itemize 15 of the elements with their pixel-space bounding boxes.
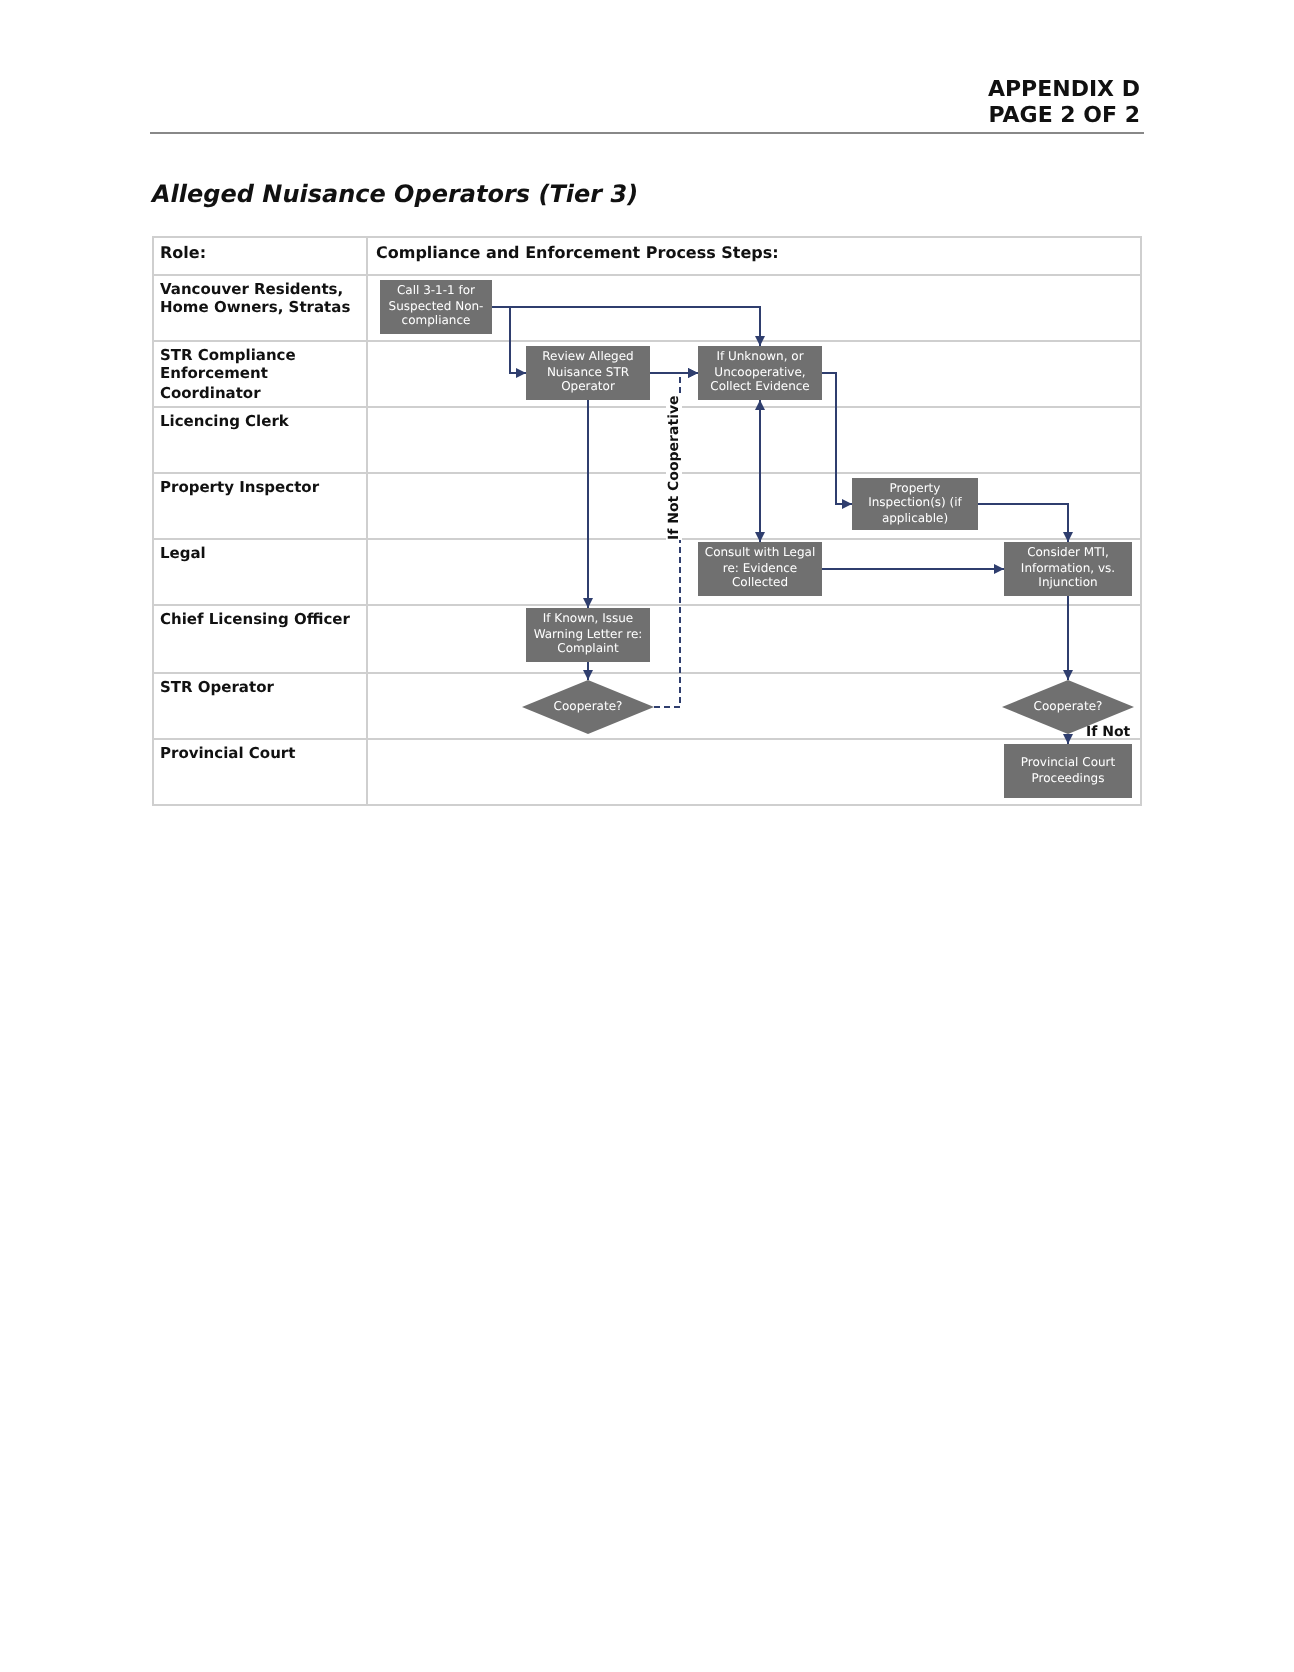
arrow	[1063, 595, 1073, 681]
arrow	[977, 503, 1073, 543]
arrow	[649, 368, 699, 378]
page-number: PAGE 2 OF 2	[986, 102, 1140, 130]
arrow	[583, 399, 593, 609]
arrow	[583, 661, 593, 681]
arrow	[821, 372, 853, 509]
column-header: Compliance and Enforcement Process Steps:	[376, 244, 781, 264]
arrow	[821, 564, 1005, 574]
arrow	[755, 399, 765, 543]
arrow	[1063, 733, 1073, 745]
column-header: Role:	[160, 244, 209, 264]
title: Alleged Nuisance Operators (Tier 3)	[152, 180, 639, 208]
appendix-label: APPENDIX D	[985, 76, 1140, 104]
arrow	[491, 306, 765, 347]
